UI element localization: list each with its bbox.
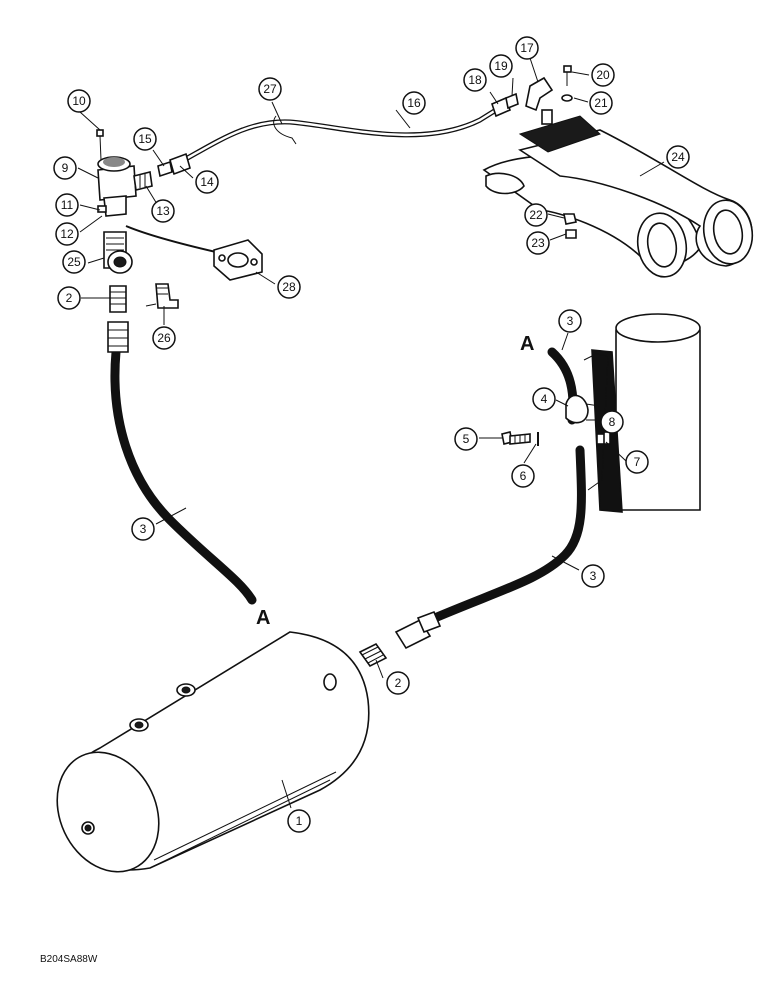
connection-label-right: A [520,333,534,355]
air-tank [56,631,370,873]
callout-20: 20 [591,63,615,87]
svg-text:18: 18 [468,73,482,87]
leader-lines [77,57,665,809]
callout-3-upper-right: 3 [558,309,582,333]
svg-text:19: 19 [494,59,508,73]
hose-left [107,321,257,605]
callout-15: 15 [133,127,157,151]
callout-8: 8 [600,410,624,434]
tank-fitting [358,642,388,668]
svg-text:21: 21 [594,96,608,110]
svg-text:23: 23 [531,236,545,250]
hose-right [394,347,586,650]
callout-3-lower-right: 3 [581,564,605,588]
callout-7: 7 [625,450,649,474]
horn-elbow [525,76,554,112]
svg-text:28: 28 [282,280,296,294]
svg-text:15: 15 [138,132,152,146]
svg-text:8: 8 [609,415,616,429]
air-line-tube [157,92,519,178]
upper-fitting [109,285,127,313]
callout-22: 22 [524,203,548,227]
callout-3-left: 3 [131,517,155,541]
svg-text:22: 22 [529,208,543,222]
figure-code: B204SA88W [40,954,98,965]
svg-text:3: 3 [567,314,574,328]
callout-27: 27 [258,77,282,101]
horn-valve [97,156,153,217]
callout-14: 14 [195,170,219,194]
callout-28: 28 [277,275,301,299]
callout-26: 26 [152,326,176,350]
svg-text:3: 3 [590,569,597,583]
hose-clamp [565,394,601,424]
svg-text:11: 11 [61,198,74,212]
svg-text:7: 7 [634,455,641,469]
callout-2-lower: 2 [386,671,410,695]
callout-13: 13 [151,199,175,223]
clamp-bolt [501,431,611,446]
callout-1: 1 [287,809,311,833]
svg-text:26: 26 [157,331,171,345]
svg-text:10: 10 [72,94,86,108]
svg-text:16: 16 [407,96,421,110]
svg-text:9: 9 [62,161,69,175]
callout-19: 19 [489,54,513,78]
callout-24: 24 [666,145,690,169]
callout-18: 18 [463,68,487,92]
horn-bolt [561,65,573,102]
tee-fitting [145,283,179,309]
callout-2-upper: 2 [57,286,81,310]
machine-post [583,313,701,513]
callout-16: 16 [402,91,426,115]
callout-21: 21 [589,91,613,115]
mounting-plate [213,239,263,281]
svg-text:13: 13 [156,204,170,218]
callout-11: 11 [55,193,79,217]
svg-text:12: 12 [60,227,74,241]
svg-text:2: 2 [66,291,73,305]
air-horns [482,109,754,278]
svg-text:3: 3 [140,522,147,536]
svg-text:2: 2 [395,676,402,690]
callout-25: 25 [62,250,86,274]
svg-text:1: 1 [296,814,303,828]
callout-23: 23 [526,231,550,255]
svg-text:27: 27 [263,82,277,96]
callout-6: 6 [511,464,535,488]
callout-10: 10 [67,89,91,113]
valve-cable [125,225,217,253]
svg-text:14: 14 [200,175,214,189]
svg-text:24: 24 [671,150,685,164]
svg-text:20: 20 [596,68,610,82]
callout-9: 9 [53,156,77,180]
connection-label-left: A [256,607,270,629]
valve-elbow [103,231,133,274]
svg-text:6: 6 [520,469,527,483]
svg-text:17: 17 [520,41,534,55]
svg-text:4: 4 [541,392,548,406]
svg-text:5: 5 [463,432,470,446]
horn-nuts [563,213,577,239]
svg-text:25: 25 [67,255,81,269]
callout-12: 12 [55,222,79,246]
valve-bolt [96,129,104,161]
callout-4: 4 [532,387,556,411]
callout-17: 17 [515,36,539,60]
callout-5: 5 [454,427,478,451]
